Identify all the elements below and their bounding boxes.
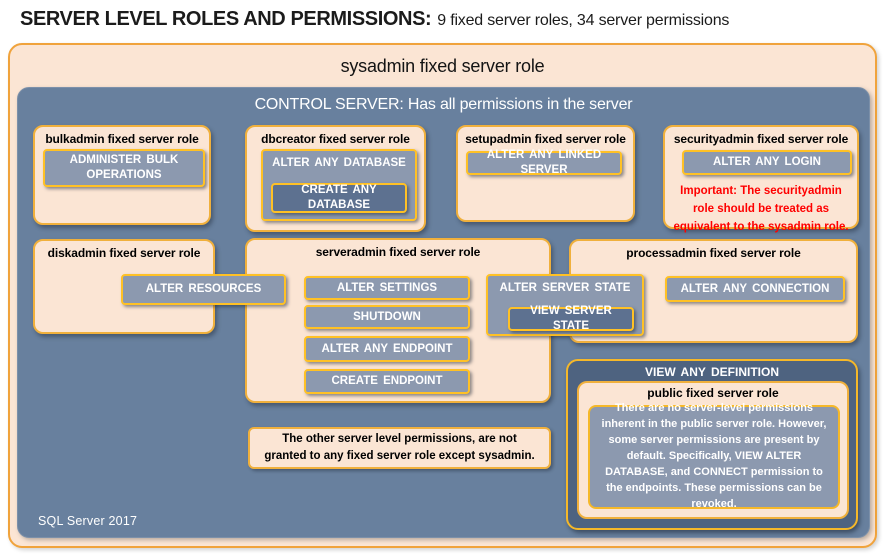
permission-alter-settings: ALTER SETTINGS [304, 276, 470, 300]
setupadmin-role-title: setupadmin fixed server role [465, 132, 626, 146]
dbcreator-role-title: dbcreator fixed server role [261, 132, 410, 146]
permission-alter-any-database: ALTER ANY DATABASE CREATE ANY DATABASE [261, 149, 417, 221]
securityadmin-role-title: securityadmin fixed server role [673, 132, 849, 146]
public-role-title: public fixed server role [647, 386, 779, 400]
permission-alter-any-endpoint: ALTER ANY ENDPOINT [304, 336, 470, 362]
permission-shutdown: SHUTDOWN [304, 305, 470, 329]
permission-alter-any-login: ALTER ANY LOGIN [682, 150, 852, 175]
footer-version-label: SQL Server 2017 [38, 514, 138, 528]
permission-alter-any-linked-server: ALTER ANY LINKED SERVER [466, 149, 622, 176]
page-title-main: SERVER LEVEL ROLES AND PERMISSIONS: [20, 8, 432, 30]
page-title-sub: 9 fixed server roles, 34 server permissi… [437, 12, 730, 29]
public-role-description: There are no server-level permissions in… [588, 402, 840, 510]
sysadmin-role-box: sysadmin fixed server role CONTROL SERVE… [8, 43, 877, 548]
setupadmin-role-box: setupadmin fixed server role ALTER ANY L… [456, 125, 635, 222]
bulkadmin-role-box: bulkadmin fixed server role ADMINISTER B… [33, 125, 211, 225]
diskadmin-role-title: diskadmin fixed server role [47, 246, 201, 260]
permission-alter-server-state-label: ALTER SERVER STATE [499, 282, 631, 294]
serveradmin-role-title: serveradmin fixed server role [315, 245, 481, 259]
securityadmin-warning-text: Important: The securityadmin role should… [673, 185, 849, 233]
view-any-definition-label: VIEW ANY DEFINITION [644, 365, 779, 379]
permission-create-endpoint: CREATE ENDPOINT [304, 369, 470, 394]
view-any-definition-box: VIEW ANY DEFINITION public fixed server … [566, 359, 858, 530]
permission-create-any-database: CREATE ANY DATABASE [271, 183, 407, 213]
permission-alter-server-state: ALTER SERVER STATE VIEW SERVER STATE [486, 274, 644, 336]
permission-alter-any-connection: ALTER ANY CONNECTION [665, 276, 845, 302]
permission-administer-bulk-operations: ADMINISTER BULK OPERATIONS [43, 149, 205, 187]
securityadmin-role-box: securityadmin fixed server role ALTER AN… [663, 125, 859, 233]
sysadmin-role-label: sysadmin fixed server role [340, 56, 545, 76]
processadmin-role-title: processadmin fixed server role [626, 246, 801, 260]
page-title: SERVER LEVEL ROLES AND PERMISSIONS: 9 fix… [20, 8, 729, 31]
control-server-box: CONTROL SERVER: Has all permissions in t… [17, 87, 870, 538]
permission-alter-any-database-label: ALTER ANY DATABASE [272, 157, 406, 169]
other-permissions-note: The other server level permissions, are … [248, 427, 551, 469]
control-server-label: CONTROL SERVER: Has all permissions in t… [254, 96, 633, 113]
permission-view-server-state: VIEW SERVER STATE [508, 305, 634, 332]
permission-alter-resources: ALTER RESOURCES [121, 274, 286, 305]
bulkadmin-role-title: bulkadmin fixed server role [45, 132, 199, 146]
public-role-box: public fixed server role There are no se… [577, 381, 849, 519]
dbcreator-role-box: dbcreator fixed server role ALTER ANY DA… [245, 125, 426, 232]
